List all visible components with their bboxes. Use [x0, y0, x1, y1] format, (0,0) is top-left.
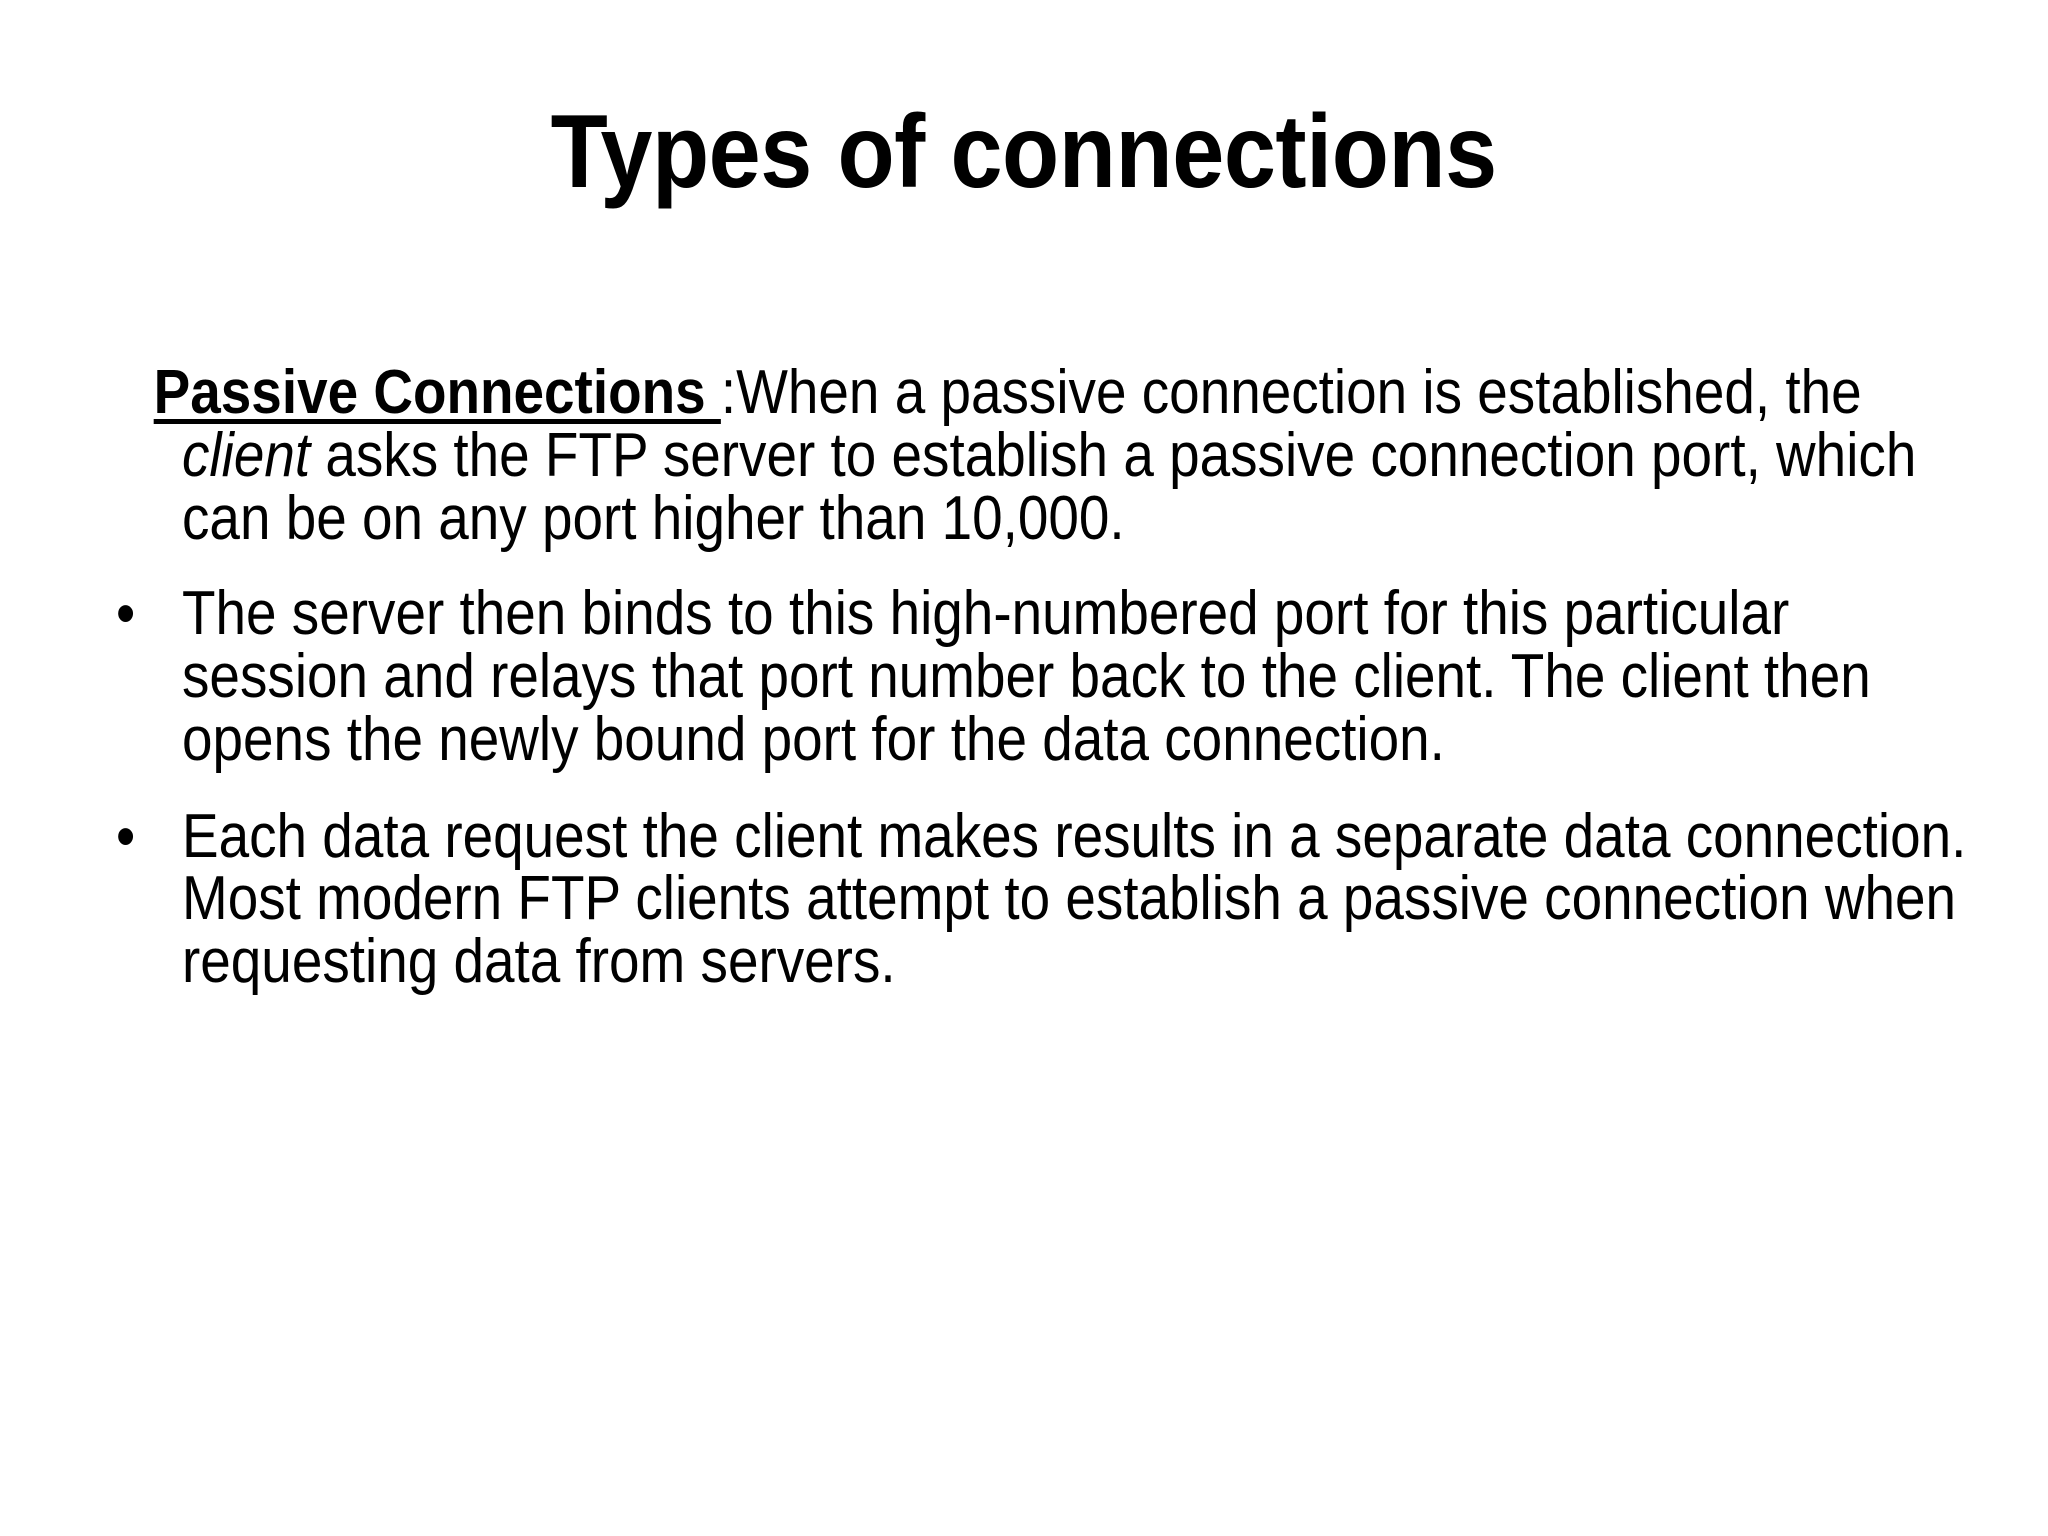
slide-title: Types of connections — [550, 94, 1498, 210]
lead-in-passive-connections: Passive Connections — [153, 358, 721, 427]
paragraph-text: Passive Connections :When a passive conn… — [154, 361, 1970, 553]
italic-word-client: client — [182, 420, 311, 490]
title-container: Types of connections — [0, 94, 2048, 210]
slide-body: Passive Connections :When a passive conn… — [108, 361, 1970, 1004]
paragraph-text: The server then binds to this high-numbe… — [182, 578, 1871, 774]
text-after-italic: asks the FTP server to establish a passi… — [182, 420, 1917, 553]
paragraph-passive-connections: Passive Connections :When a passive conn… — [108, 361, 1970, 553]
bullet-icon: • — [116, 801, 136, 871]
paragraph-text: Each data request the client makes resul… — [182, 801, 1967, 997]
bullet-icon: • — [116, 578, 136, 648]
paragraph-each-data-request: • Each data request the client makes res… — [108, 801, 1970, 997]
paragraph-server-binds: • The server then binds to this high-num… — [108, 578, 1970, 774]
text-before-italic: :When a passive connection is establishe… — [720, 358, 1862, 427]
